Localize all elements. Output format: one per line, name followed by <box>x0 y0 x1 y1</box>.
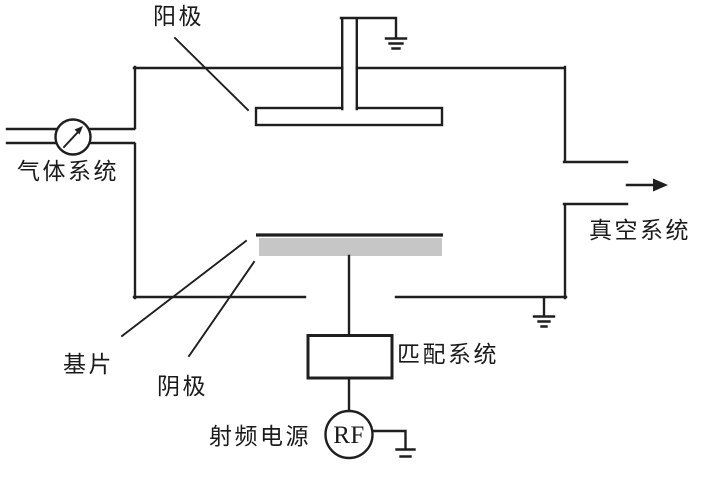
cathode-label: 阴极 <box>157 374 208 399</box>
gas-system-label: 气体系统 <box>17 159 119 184</box>
substrate-label: 基片 <box>63 352 114 377</box>
anode-plate <box>254 106 444 127</box>
vacuum-arrow-head <box>653 178 668 192</box>
vacuum-system-label: 真空系统 <box>589 218 691 243</box>
ground-icon-top <box>384 37 408 50</box>
gauge-needle-arrowhead <box>74 126 83 135</box>
rf-power-source-label: 射频电源 <box>209 424 311 449</box>
anode-stem <box>339 16 398 111</box>
rf-source-label: RF <box>333 422 365 449</box>
ground-icon-chamber <box>532 315 556 328</box>
ground-icon-rf <box>395 448 416 458</box>
chamber-wall <box>132 65 629 300</box>
cathode-plate <box>259 238 442 256</box>
anode-label: 阳极 <box>153 4 204 29</box>
anode-leader-line <box>173 36 250 112</box>
anode-stem-interior <box>343 19 356 111</box>
substrate-leader-line <box>120 239 248 338</box>
matching-system-label: 匹配系统 <box>397 342 499 367</box>
rf-ground-lead <box>371 429 407 450</box>
cathode-leader-line <box>187 260 256 358</box>
rf-source-icon <box>324 409 374 460</box>
matching-box <box>306 334 394 380</box>
gauge-needle <box>62 130 80 149</box>
